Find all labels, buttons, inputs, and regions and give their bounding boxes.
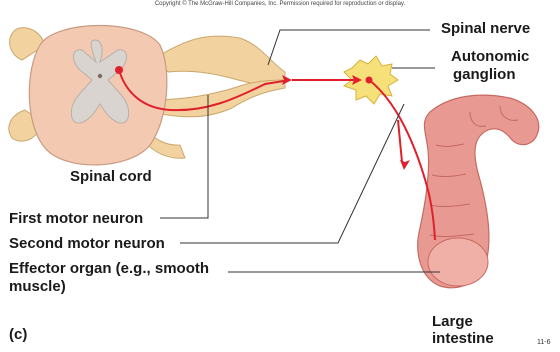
label-spinal-cord: Spinal cord xyxy=(70,168,152,185)
label-autonomic-ganglion-line2: ganglion xyxy=(453,66,516,83)
label-second-motor-neuron: Second motor neuron xyxy=(9,235,165,252)
label-effector-organ-line2: muscle) xyxy=(9,278,66,295)
label-large-intestine-line1: Large xyxy=(432,313,473,330)
copyright-notice: Copyright © The McGraw-Hill Companies, I… xyxy=(0,1,560,7)
label-first-motor-neuron: First motor neuron xyxy=(9,210,143,227)
label-large-intestine-line2: intestine xyxy=(432,330,494,347)
leader-spinal-nerve xyxy=(268,30,430,65)
leader-second-motor-neuron xyxy=(180,104,404,243)
label-panel: (c) xyxy=(9,326,27,343)
label-autonomic-ganglion-line1: Autonomic xyxy=(451,48,529,65)
label-effector-organ-line1: Effector organ (e.g., smooth xyxy=(9,260,209,277)
spinal-cord-cross-section xyxy=(29,25,167,164)
large-intestine xyxy=(418,95,539,288)
second-motor-neuron-path xyxy=(292,75,435,240)
label-spinal-nerve: Spinal nerve xyxy=(441,20,530,37)
page-number: 11-6 xyxy=(537,339,551,346)
